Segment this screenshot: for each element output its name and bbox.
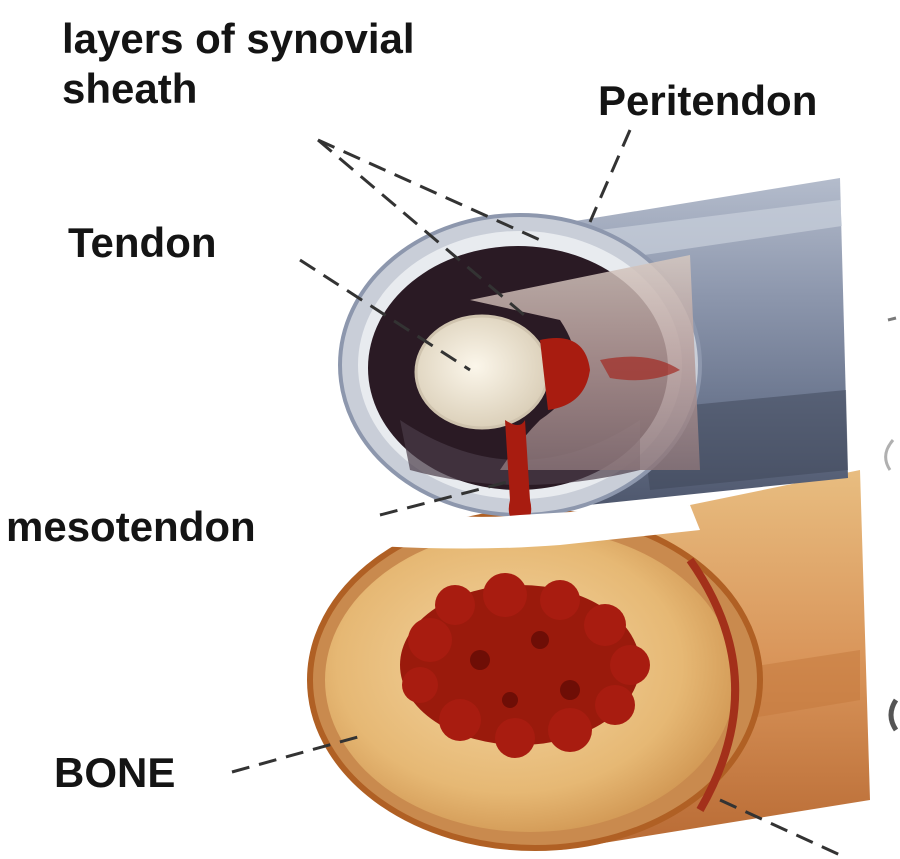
label-tendon: Tendon [68,222,217,264]
label-layers-of-synovial: layers of synovial [62,18,415,60]
label-mesotendon: mesotendon [6,506,256,548]
label-peritendon: Peritendon [598,80,817,122]
edge-mark-1 [888,318,896,320]
tendon-cross-section [416,316,548,428]
label-sheath: sheath [62,68,197,110]
leader-layers-outer [318,140,540,240]
label-bone: BONE [54,752,175,794]
leader-peritendon [590,130,630,222]
edge-mark-2 [886,440,893,470]
edge-mark-3 [891,700,896,730]
